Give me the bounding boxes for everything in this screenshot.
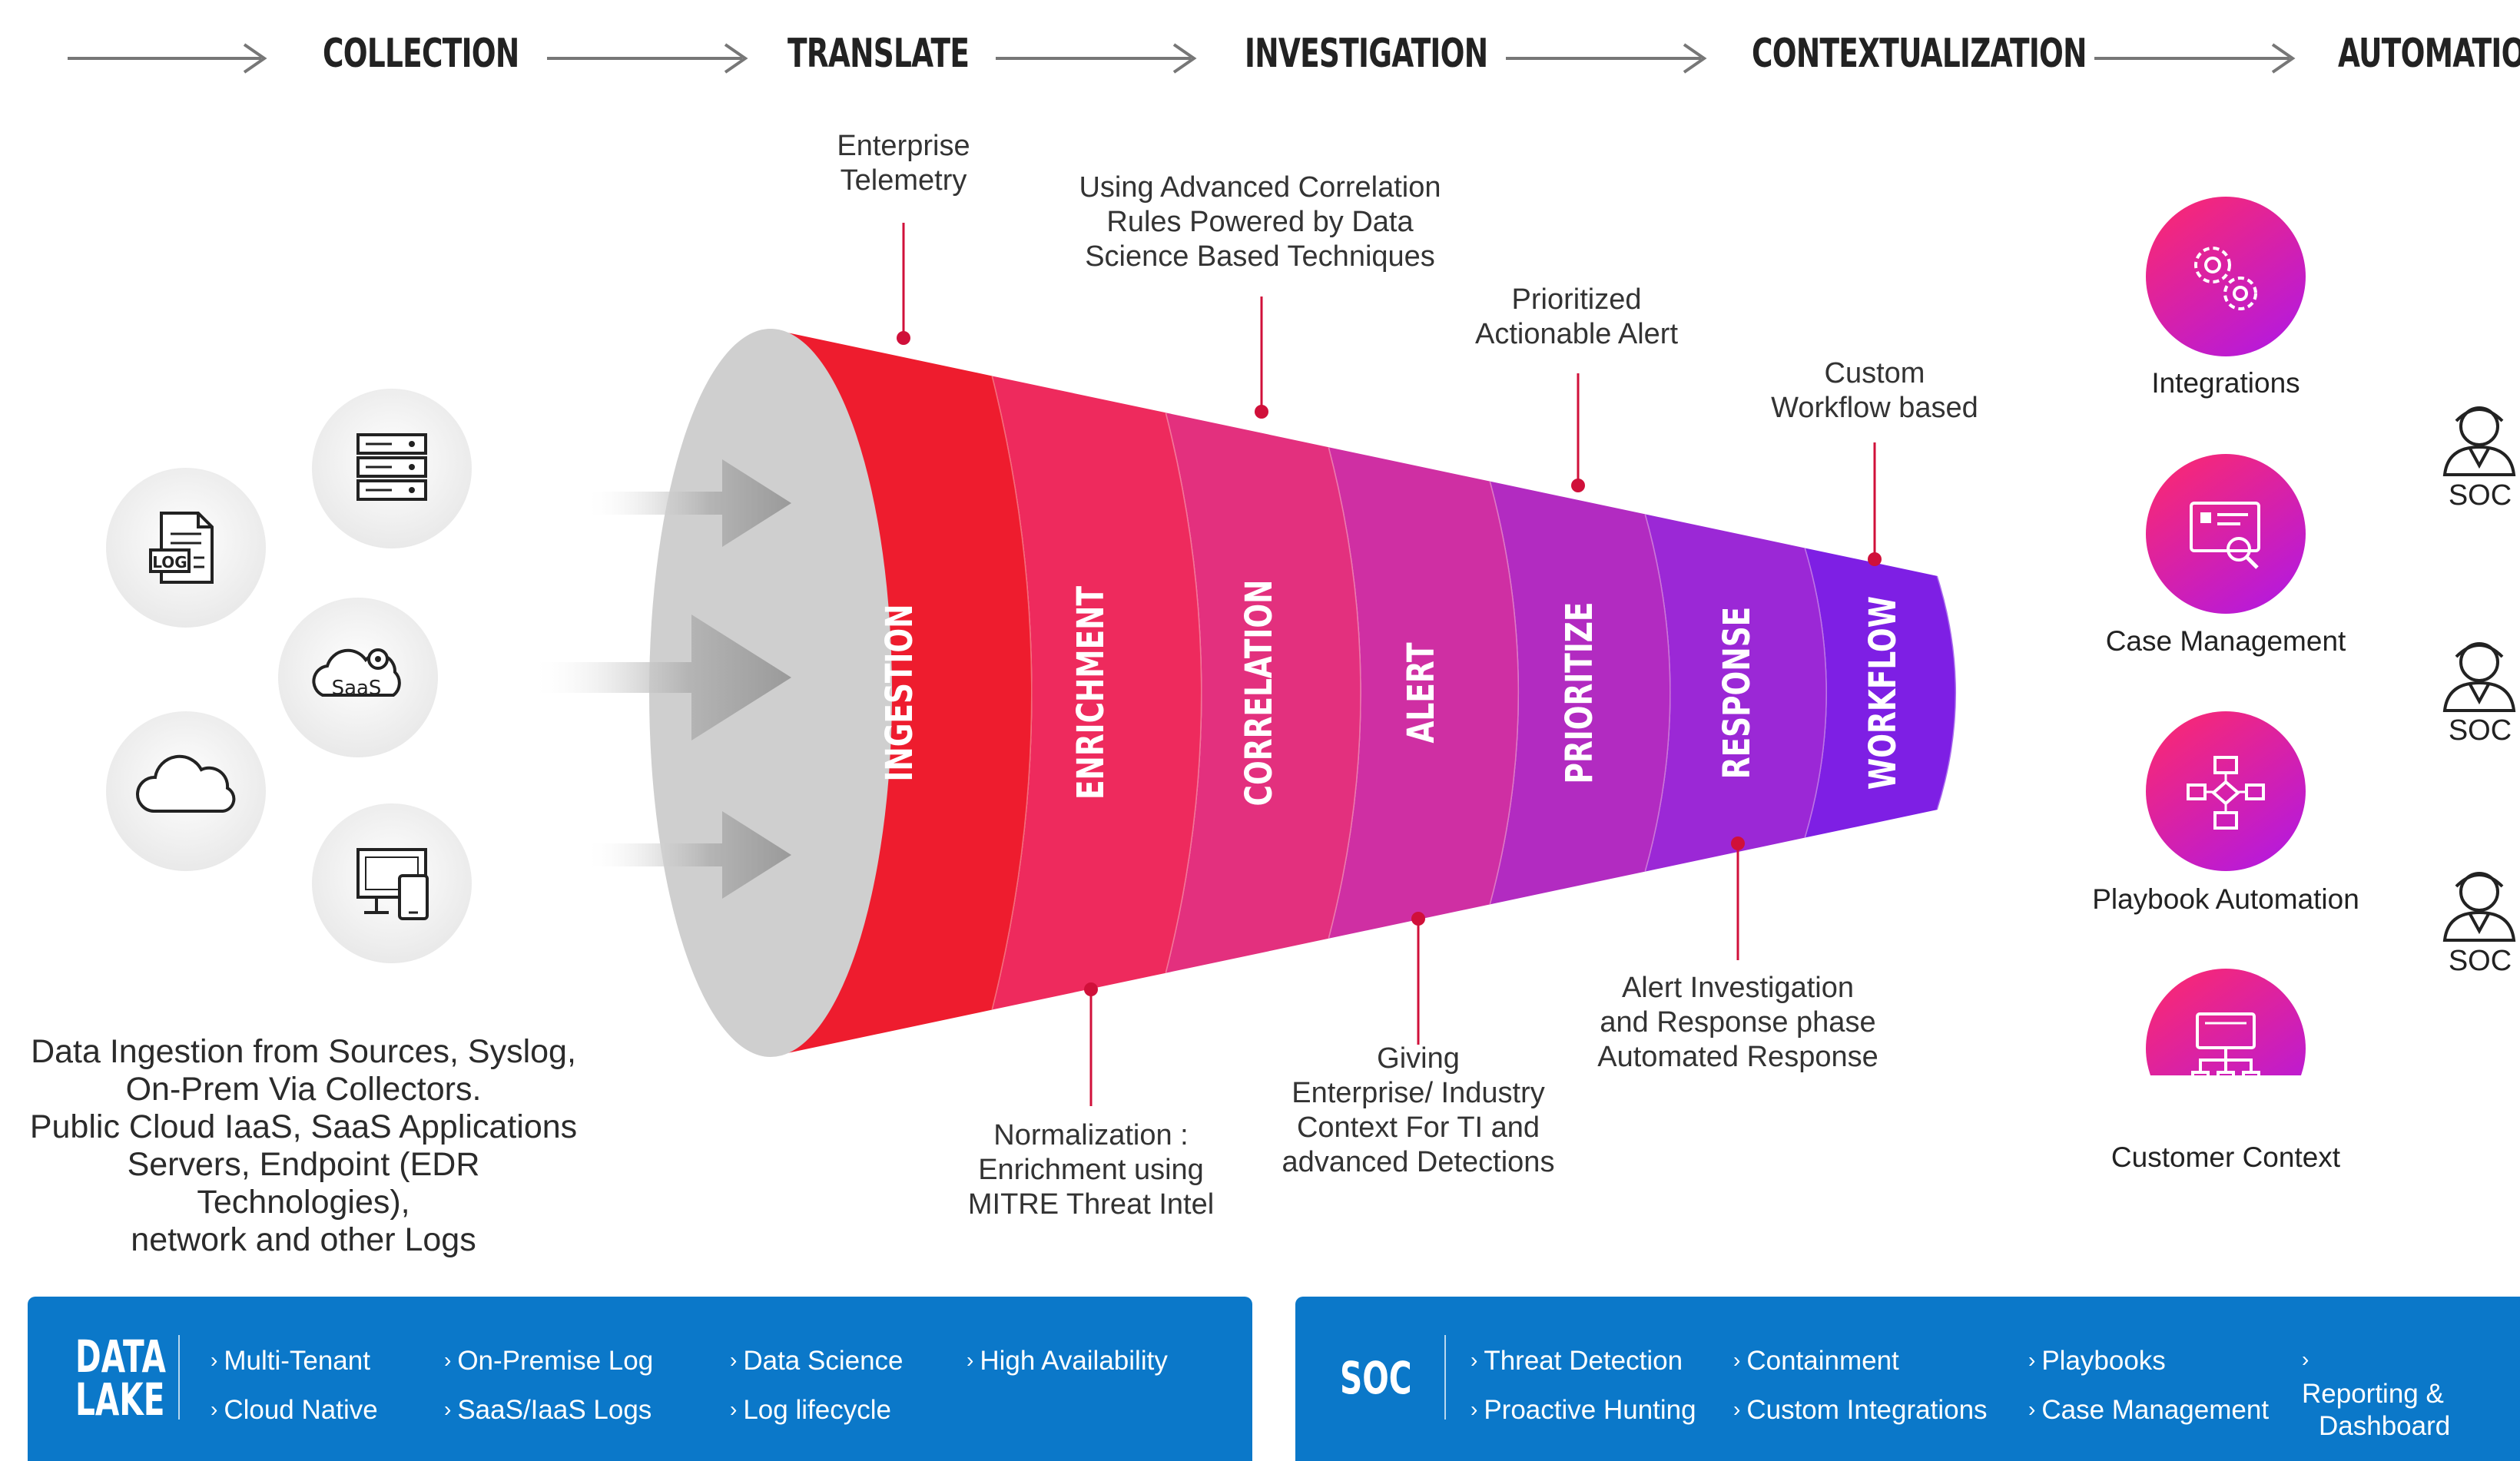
data-lake-item: ›Cloud Native	[211, 1395, 378, 1425]
soc-user-icon	[2442, 872, 2516, 942]
soc-label: SOC	[2448, 945, 2512, 977]
input-arrow-bottom	[584, 811, 791, 899]
soc-banner: SOC ›Threat Detection ›Proactive Hunting…	[1295, 1297, 2520, 1461]
funnel-segment-enrichment	[993, 376, 1202, 1010]
soc-item: ›Case Management	[2028, 1395, 2270, 1425]
soc-banner-title: SOC	[1340, 1352, 1412, 1404]
banner-divider	[178, 1335, 180, 1420]
pointer-ingestion	[897, 223, 910, 345]
soc-item: ›Proactive Hunting	[1471, 1395, 1696, 1425]
funnel-segment-alert	[1329, 447, 1520, 939]
devices-icon	[312, 803, 472, 963]
pointer-enrichment	[1084, 982, 1098, 1106]
data-lake-item: ›Multi-Tenant	[211, 1346, 370, 1376]
funnel-segment-workflow	[1805, 548, 1957, 838]
funnel-segment-prioritize	[1490, 481, 1671, 905]
stage-investigation: INVESTIGATION	[1245, 31, 1488, 77]
soc-user-icons	[2442, 406, 2516, 942]
soc-item: ›Threat Detection	[1471, 1346, 1683, 1376]
funnel-label-ingestion: INGESTION	[878, 604, 921, 781]
log-file-icon: LOG	[106, 468, 266, 628]
funnel-label-correlation: CORRELATION	[1238, 579, 1281, 806]
funnel-segment-edge	[1936, 575, 1958, 810]
soc-item: ›Custom Integrations	[1733, 1395, 1988, 1425]
pointer-alert	[1411, 912, 1425, 1045]
pointer-prioritize	[1571, 373, 1585, 492]
sources-description: Data Ingestion from Sources, Syslog, On-…	[29, 1033, 578, 1258]
funnel-label-enrichment: ENRICHMENT	[1069, 585, 1112, 800]
funnel-label-alert: ALERT	[1400, 642, 1443, 744]
flowchart-icon	[2146, 711, 2306, 871]
automation-item-integrations: Integrations	[2151, 367, 2300, 399]
soc-item-reporting: ›Reporting & Dashboard	[2302, 1347, 2451, 1441]
funnel-label-response: RESPONSE	[1716, 607, 1759, 779]
automation-item-playbook-automation: Playbook Automation	[2092, 883, 2359, 915]
case-search-icon	[2146, 454, 2306, 614]
funnel-segment-response	[1646, 514, 1827, 872]
data-lake-item: ›SaaS/IaaS Logs	[444, 1395, 652, 1425]
cloud-icon	[106, 711, 266, 871]
funnel-segment-edge	[1328, 446, 1363, 939]
hierarchy-icon	[2146, 969, 2306, 1075]
funnel-segment-edge	[1644, 514, 1673, 872]
soc-user-icon	[2442, 642, 2516, 712]
soc-item: ›Playbooks	[2028, 1346, 2166, 1376]
soc-label: SOC	[2448, 479, 2512, 512]
funnel-segment-correlation	[1166, 412, 1361, 973]
input-arrows	[530, 459, 791, 899]
funnel: INGESTION ENRICHMENT CORRELATION ALERT PRIOR…	[530, 223, 1958, 1106]
stage-automation: AUTOMATION	[2338, 31, 2520, 77]
pointer-response	[1731, 837, 1745, 960]
funnel-label-workflow: WORKFLOW	[1862, 596, 1905, 790]
gears-icon	[2146, 197, 2306, 356]
data-lake-item: ›Log lifecycle	[730, 1395, 891, 1425]
input-arrow-middle	[530, 615, 791, 740]
funnel-label-prioritize: PRIORITIZE	[1558, 602, 1601, 784]
soc-user-icon	[2442, 406, 2516, 476]
soc-label: SOC	[2448, 714, 2512, 747]
funnel-segments	[784, 332, 1958, 1054]
server-rack-icon	[312, 389, 472, 548]
stage-arrows	[68, 43, 2296, 74]
svg-text:SaaS: SaaS	[332, 677, 382, 700]
stage-contextualization: CONTEXTUALIZATION	[1752, 31, 2087, 77]
data-lake-item: ›High Availability	[967, 1346, 1168, 1376]
funnel-labels: INGESTION ENRICHMENT CORRELATION ALERT PRIOR…	[878, 579, 1905, 806]
input-arrow-top	[584, 459, 791, 547]
automation-item-case-management: Case Management	[2105, 625, 2346, 657]
banner-divider	[1444, 1335, 1446, 1420]
stage-collection: COLLECTION	[323, 31, 519, 77]
stage-translate: TRANSLATE	[788, 31, 970, 77]
source-icons: LOG SaaS	[106, 389, 472, 963]
automation-icons	[2146, 197, 2306, 1075]
data-lake-item: ›On-Premise Log	[444, 1346, 654, 1376]
saas-cloud-icon: SaaS	[278, 598, 438, 757]
data-lake-item: ›Data Science	[730, 1346, 904, 1376]
pointer-workflow	[1868, 442, 1882, 566]
svg-text:LOG: LOG	[152, 553, 187, 571]
pointer-correlation	[1255, 297, 1268, 419]
soc-item: ›Containment	[1733, 1346, 1899, 1376]
automation-item-customer-context: Customer Context	[2110, 1141, 2341, 1173]
